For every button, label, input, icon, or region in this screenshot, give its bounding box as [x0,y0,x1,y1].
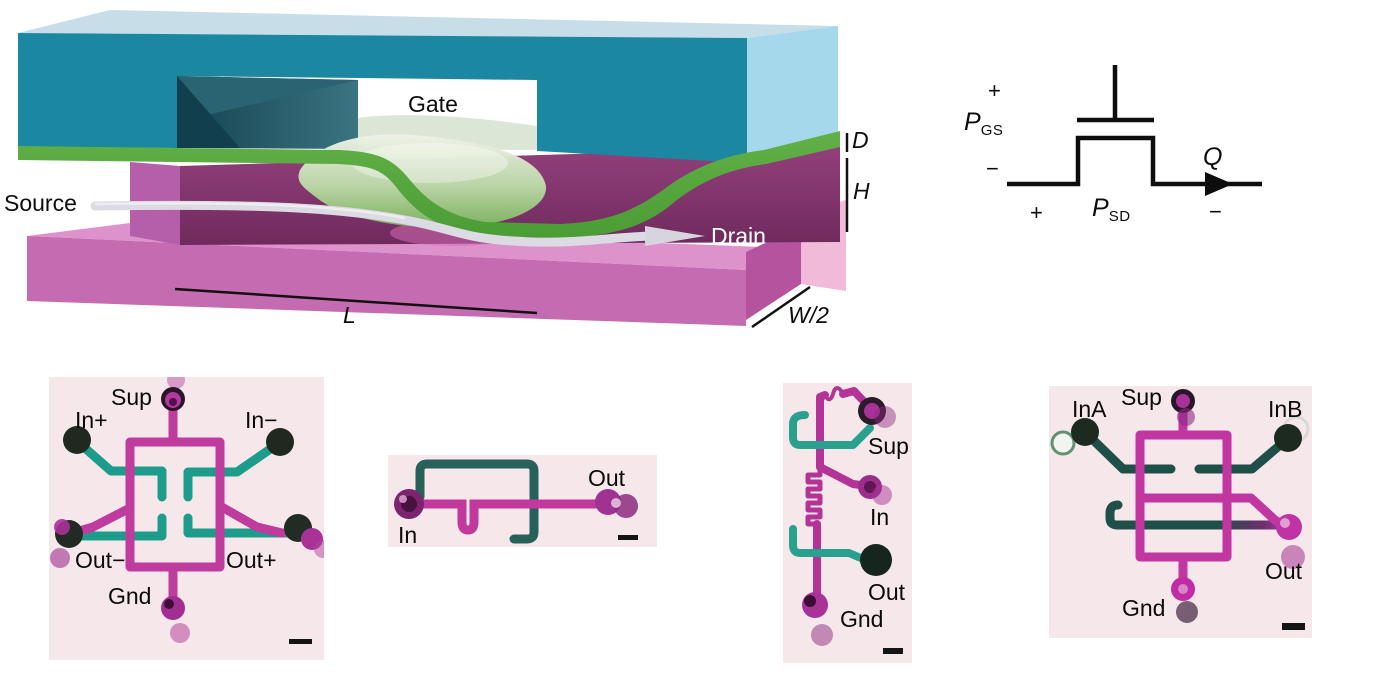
flow-arrowhead [645,226,705,246]
dim-d-label: D [852,127,869,153]
p-sd-subscript: SD [1108,208,1131,225]
flow-q-label: Q [1203,143,1223,171]
photo4-in-a-label: InA [1072,396,1107,422]
dim-w2-label: W/2 [788,302,829,328]
port-in-b [1274,424,1302,452]
scale-bar [883,648,903,654]
dim-h-label: H [853,178,870,204]
photo1-sup-label: Sup [111,384,152,410]
flow-tube [90,200,705,247]
chip-channels-1 [50,377,324,643]
drain-minus-sign: − [1209,199,1222,224]
port-in-plus [63,426,91,454]
control-channels [789,411,874,563]
control-channels [1080,427,1291,474]
dim-line-l [174,287,538,315]
photo1-out-plus-label: Out+ [226,547,277,573]
p-gs-subscript: GS [980,122,1004,139]
photo4-sup-label: Sup [1121,384,1162,410]
ports [50,377,324,643]
port-in-minus [266,428,294,456]
photo3-out-label: Out [868,579,906,605]
photo3-gnd-label: Gnd [840,606,884,632]
flow-channels [64,398,287,610]
drain-label: Drain [711,223,766,249]
scale-bar [618,535,638,540]
gate-minus-sign: − [986,156,999,181]
dimension-lines [174,133,849,329]
membrane-front-edge [18,131,840,238]
photo2-out-label: Out [588,465,626,491]
source-label: Source [4,190,77,216]
control-channel [415,459,539,544]
flow-channel [405,499,615,535]
chip-photo-resistor-device: Sup In Out Gnd [783,383,912,663]
chip-photo-two-input-gate: InA Sup InB Out Gnd [1049,386,1312,638]
p-gs-symbol: P [964,108,981,136]
photo1-gnd-label: Gnd [108,583,152,609]
membrane [18,115,840,238]
source-plus-sign: + [1030,200,1043,225]
ports [802,397,896,646]
p-gs-label: PGS [964,108,1004,139]
photo2-in-label: In [398,522,418,548]
p-sd-symbol: P [1092,194,1109,222]
device-3d-rendering [18,10,849,329]
photo1-out-minus-label: Out− [75,547,126,573]
dim-l-label: L [343,302,356,328]
photo4-gnd-label: Gnd [1122,595,1166,621]
flow-direction-arrow [1205,172,1233,196]
port-out [1276,514,1302,540]
chip-channels-2 [394,459,638,544]
photo4-in-b-label: InB [1268,396,1303,422]
ports [394,489,638,519]
scale-bar [1282,623,1305,630]
gate-label: Gate [408,91,458,117]
transistor-circuit-symbol [1007,65,1262,196]
photo3-in-label: In [870,504,890,530]
p-sd-label: PSD [1092,194,1131,225]
chip-channels-4 [1050,389,1310,623]
chip-photo-differential-pair: Sup In+ In− Out− Out+ Gnd [49,377,324,660]
photo1-in-plus-label: In+ [75,407,108,433]
dim-line-w2 [751,285,811,329]
chip-photo-single-device: Out In [388,455,657,547]
photo3-sup-label: Sup [868,433,909,459]
port-out [860,544,892,576]
gate-plus-sign: + [988,78,1001,103]
port-gnd [161,596,185,620]
ports [1050,389,1310,623]
photo4-out-label: Out [1265,558,1303,584]
source-drain-line [1007,135,1262,187]
photo1-in-minus-label: In− [245,407,278,433]
control-channel-lower [1105,500,1286,530]
port-in-a [1071,418,1099,446]
chip-channels-3 [789,386,896,646]
scale-bar [289,639,312,644]
